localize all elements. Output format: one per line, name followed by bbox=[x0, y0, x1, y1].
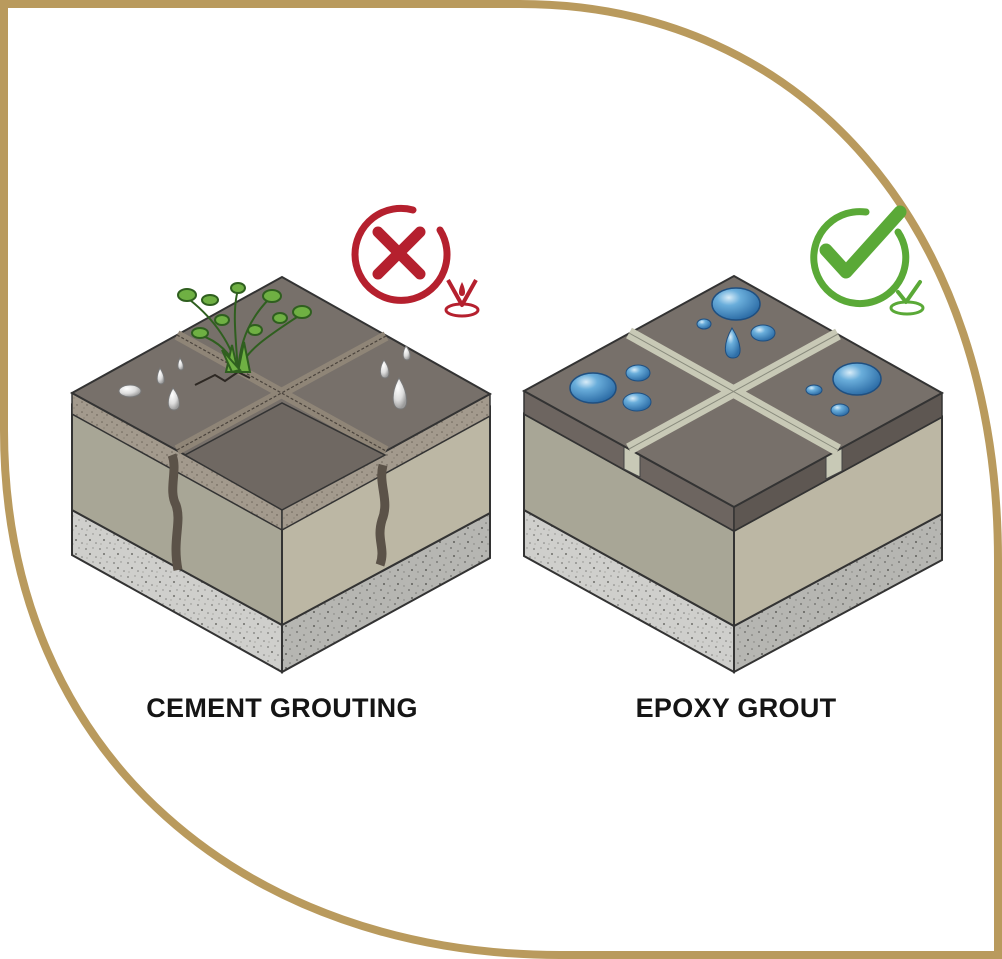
cross-mark-icon bbox=[351, 204, 480, 318]
water-bead bbox=[832, 362, 882, 396]
check-mark-icon bbox=[810, 205, 925, 316]
water-drop bbox=[118, 384, 142, 398]
cement-grouting-caption: CEMENT GROUTING bbox=[146, 693, 418, 723]
water-bead bbox=[696, 318, 712, 330]
water-repel-icon bbox=[896, 280, 922, 304]
front-tile bbox=[183, 402, 387, 511]
weed-plant-icon bbox=[177, 282, 312, 374]
water-drop bbox=[156, 366, 165, 385]
water-drop bbox=[392, 377, 408, 410]
water-drop bbox=[177, 357, 184, 371]
water-bead bbox=[625, 364, 651, 382]
epoxy-grout-caption: EPOXY GROUT bbox=[635, 693, 837, 723]
water-bead bbox=[805, 384, 823, 396]
water-drop bbox=[402, 345, 411, 361]
water-drop bbox=[379, 359, 390, 379]
epoxy-grout-block bbox=[521, 274, 945, 674]
water-bead bbox=[569, 372, 617, 404]
cement-grout-block bbox=[69, 275, 493, 674]
surface-crack bbox=[194, 370, 251, 386]
water-bead bbox=[830, 403, 850, 417]
water-bead bbox=[622, 392, 652, 412]
crack-right bbox=[375, 463, 390, 567]
water-bead bbox=[711, 287, 761, 321]
water-drop bbox=[167, 387, 180, 411]
crack-left bbox=[167, 453, 183, 571]
water-bead bbox=[724, 327, 741, 359]
water-bead bbox=[750, 324, 776, 342]
grout-line-b bbox=[174, 331, 389, 455]
